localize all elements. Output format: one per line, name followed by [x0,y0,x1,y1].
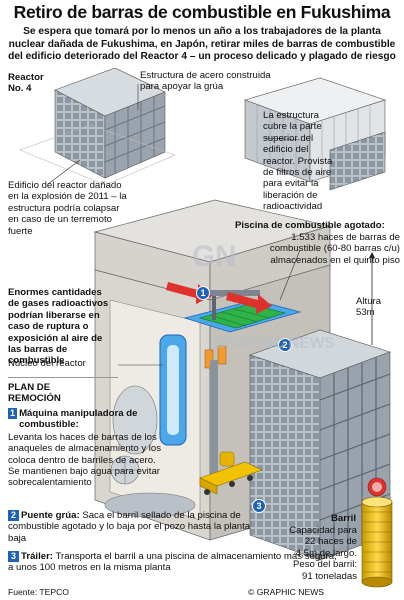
subtitle: Se espera que tomará por lo menos un año… [8,26,396,62]
step-text: Transporta el barril a una piscina de al… [8,551,337,574]
damaged-building-frame [19,67,176,186]
marker-1: 1 [196,286,210,305]
height-label: Altura 53m [356,296,382,319]
cask-illustration [361,477,393,588]
plan-divider [8,377,118,378]
marker-3: 3 [252,499,266,518]
credit: © GRAPHIC NEWS [248,587,325,597]
page-title: Retiro de barras de combustible en Fukus… [13,2,391,22]
cover-label: La estructura cubre la parte superior de… [263,110,333,213]
leader-lines [47,84,301,366]
step-badge: 3 [8,551,19,562]
core-label: Núcleo del reactor [8,358,86,369]
steel-tower [249,329,391,561]
damaged-building-label: Edificio del reactor dañado en la explos… [8,180,127,237]
pool-title: Piscina de combustible agotado: [235,220,385,231]
gases-label: Enormes cantidades de gases radioactivos… [8,287,109,367]
step-text: Saca el barril sellado de la piscina de … [8,510,251,544]
reactor-label: Reactor No. 4 [8,72,44,95]
source: Fuente: TEPCO [8,587,69,597]
step-badge: 1 [8,408,18,419]
step-title: Puente grúa: [21,510,80,521]
step-title: Tráiler: [21,551,53,562]
red-arrow-right [226,292,272,314]
marker-2: 2 [278,338,292,357]
trailer [199,451,263,495]
covered-building [244,77,386,191]
step-badge: 2 [8,510,19,521]
steel-structure-label: Estructura de acero construida para apoy… [140,70,271,93]
plan-heading: PLAN DE REMOCIÓN [8,382,61,404]
watermark-logo: GN [192,240,237,273]
step-title: Máquina manipuladora de combustible: [19,408,138,431]
cask-text: Capacidad para 22 haces de 4,5m de largo… [289,525,357,582]
plan-step-1: 1 Máquina manipuladora de combustible: L… [8,408,168,489]
step-text: Levanta los haces de barras de los anaqu… [8,431,162,489]
pool-text: 1.533 haces de barras de combustible (60… [269,232,400,266]
cask-title: Barril [330,513,356,524]
watermark: GRAPHIC NEWS [214,335,335,352]
